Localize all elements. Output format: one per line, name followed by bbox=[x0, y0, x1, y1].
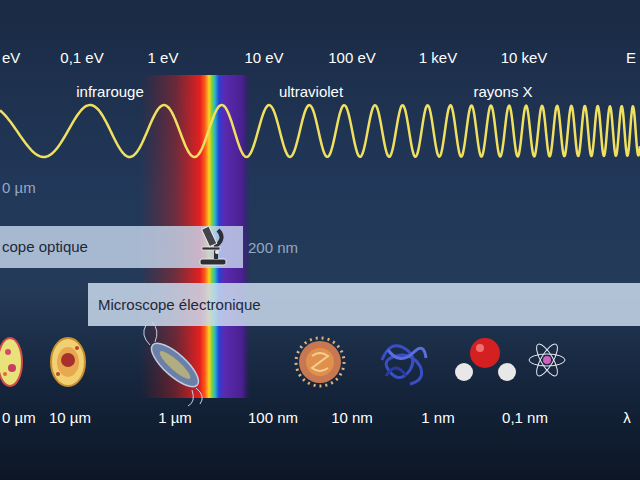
optical-microscope-band: cope optique bbox=[0, 226, 243, 268]
energy-tick: 0,1 eV bbox=[60, 49, 103, 67]
virus-icon bbox=[296, 338, 344, 386]
wavelength-tick: 10 µm bbox=[49, 409, 91, 427]
wave bbox=[0, 105, 640, 157]
energy-tick: 1 eV bbox=[148, 49, 179, 67]
wave-line bbox=[0, 105, 640, 157]
energy-tick: 100 eV bbox=[328, 49, 376, 67]
cell-icon bbox=[51, 338, 85, 386]
wavelength-tick: 1 nm bbox=[421, 409, 454, 427]
band-label: cope optique bbox=[2, 238, 88, 256]
electron-microscope-band: Microscope électronique bbox=[88, 283, 640, 326]
energy-tick: 10 keV bbox=[501, 49, 548, 67]
wavelength-tick: 1 µm bbox=[158, 409, 192, 427]
wavelength-tick: 10 nm bbox=[331, 409, 373, 427]
energy-tick: 10 eV bbox=[244, 49, 283, 67]
wavelength-tick: 0,1 nm bbox=[502, 409, 548, 427]
atom-icon bbox=[529, 341, 565, 378]
energy-tick: 1 keV bbox=[419, 49, 457, 67]
wavelength-note: 0 µm bbox=[2, 179, 36, 197]
region-name: infrarouge bbox=[76, 83, 144, 101]
axis-symbol: λ bbox=[623, 409, 631, 427]
region-name: ultraviolet bbox=[279, 83, 343, 101]
region-name: rayons X bbox=[473, 83, 532, 101]
protein-icon bbox=[382, 346, 426, 384]
wavelength-tick: 0 µm bbox=[2, 409, 36, 427]
wavelength-tick: 100 nm bbox=[248, 409, 298, 427]
bacterium-icon bbox=[144, 322, 205, 406]
resolution-limit: 200 nm bbox=[248, 239, 298, 257]
water-molecule-icon bbox=[455, 338, 516, 381]
energy-tick: E bbox=[626, 49, 636, 67]
energy-tick: eV bbox=[2, 49, 20, 67]
band-label: Microscope électronique bbox=[98, 296, 261, 314]
cell-icon bbox=[0, 338, 22, 386]
